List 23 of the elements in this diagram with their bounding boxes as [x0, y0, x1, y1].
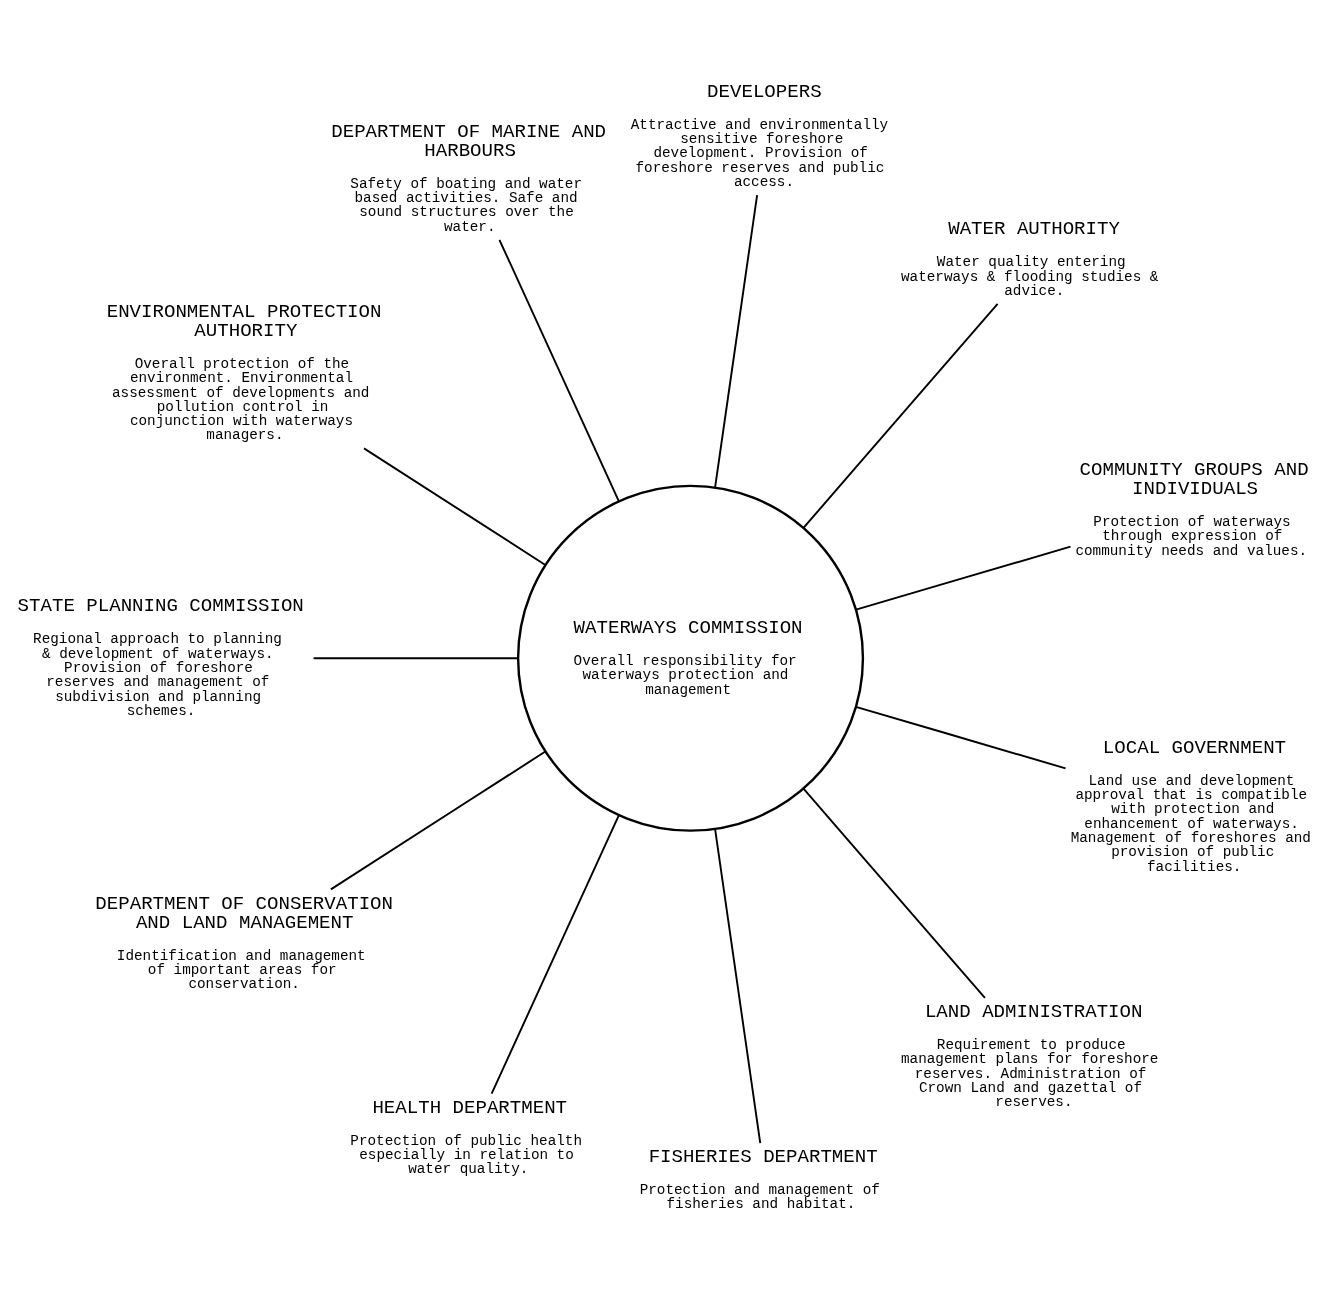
node-text: LOCAL GOVERNMENT Land use and development approval that is compatible with protection and enhancement of waterways. Management of foreshores and provision of public facilities.	[1070, 736, 1311, 875]
node-text: LAND ADMINISTRATION Requirement to produce management plans for foreshore reserves. Administration of Crown Land and gazettal of reserves.	[901, 1000, 1159, 1110]
connector	[329, 750, 547, 890]
connector	[855, 545, 1072, 611]
connector	[498, 238, 620, 503]
node-text: DEPARTMENT OF MARINE AND HARBOURS Safety of boating and water based activities. Safe and sound structures over the water.	[331, 120, 607, 235]
connector	[312, 656, 519, 659]
connector	[714, 827, 762, 1144]
connector	[363, 446, 547, 566]
node-text: COMMUNITY GROUPS AND INDIVIDUALS Protection of waterways through expression of community needs and values.	[1075, 458, 1309, 559]
node-text: ENVIRONMENTAL PROTECTION AUTHORITY Overall protection of the environment. Environmental assessment of developments and pollution control in conjunction with waterways managers.	[106, 300, 382, 443]
node-text: FISHERIES DEPARTMENT Protection and management of fisheries and habitat.	[639, 1145, 880, 1212]
node-text: DEPARTMENT OF CONSERVATION AND LAND MANAGEMENT Identification and management of important areas for conservation.	[95, 892, 394, 992]
node-text: HEALTH DEPARTMENT Protection of public health especially in relation to water quality.	[350, 1096, 583, 1177]
node-text: DEVELOPERS Attractive and environmentally sensitive foreshore development. Provision of foreshore reserves and public access.	[630, 80, 889, 190]
node-text: WATER AUTHORITY Water quality entering waterways & flooding studies & advice.	[901, 217, 1159, 299]
connector	[802, 302, 999, 529]
node-circle: WATERWAYS COMMISSION Overall responsibility for waterways protection and management	[516, 484, 865, 832]
node-text: STATE PLANNING COMMISSION Regional approach to planning & development of waterways. Provision of foreshore reserves and management of subdivision and planning schemes.	[17, 594, 304, 719]
connector	[802, 787, 986, 999]
connector	[854, 705, 1067, 769]
connector	[714, 193, 759, 489]
connector	[490, 813, 620, 1095]
